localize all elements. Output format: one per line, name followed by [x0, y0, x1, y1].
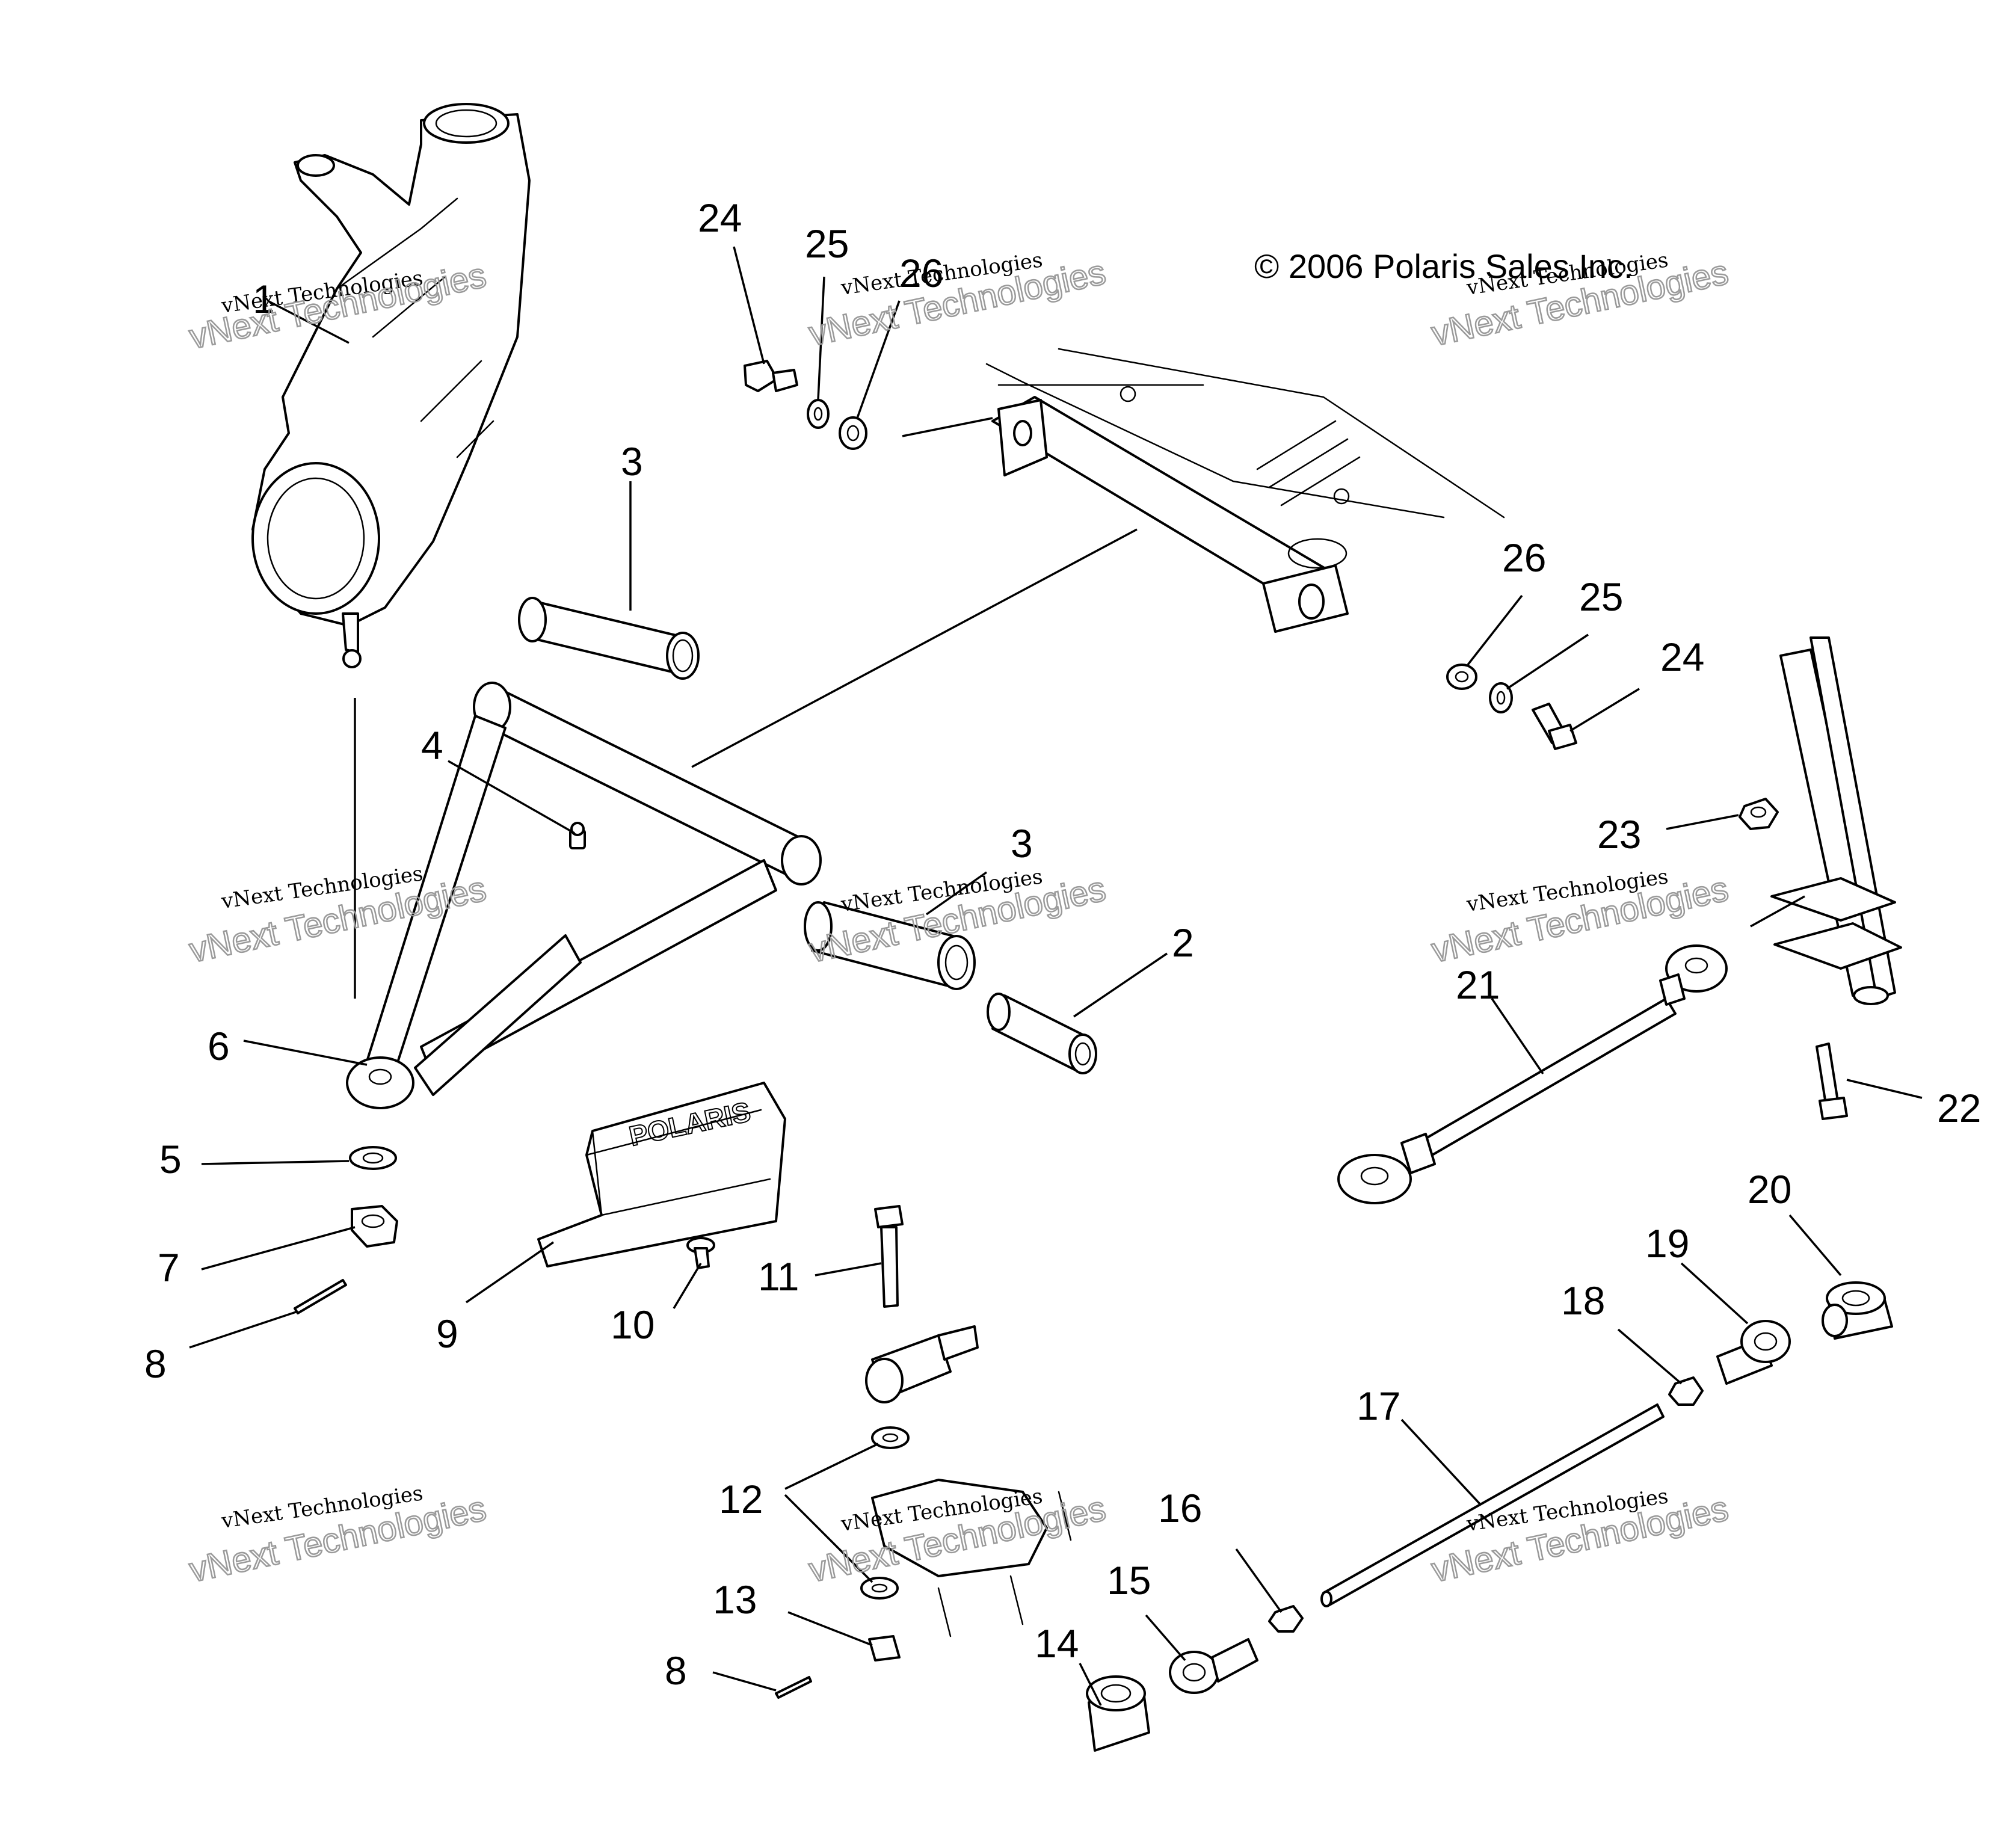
nut-23-part [1739, 798, 1779, 830]
callout-8-lower: 8 [665, 1648, 687, 1693]
pivot-tube-upper-part [518, 597, 700, 680]
callout-1: 1 [253, 277, 275, 321]
lockwasher-25-lower-part [1489, 682, 1513, 713]
callout-17: 17 [1357, 1384, 1400, 1428]
watermark-top-center: vNext Technologies vNext Technologies [805, 248, 1110, 354]
callout-numbers: 1 2 3 3 4 5 6 7 8 8 9 10 11 12 13 14 15 … [144, 196, 1981, 1693]
callout-26-lower: 26 [1502, 535, 1546, 580]
leader-lines [189, 246, 1923, 1706]
callout-16: 16 [1158, 1486, 1202, 1530]
callout-4: 4 [421, 723, 443, 768]
watermark-mid-left: vNext Technologies vNext Technologies [185, 861, 490, 971]
steering-knuckle-part [251, 103, 531, 668]
bolt-24-upper-part [744, 360, 798, 392]
pivot-tube-lower-part [804, 901, 976, 990]
callout-24-upper: 24 [698, 196, 742, 240]
callout-14: 14 [1035, 1621, 1079, 1666]
washer-26-upper-part [839, 416, 867, 450]
tie-rod-assembly-21-part [1337, 944, 1728, 1204]
callout-7: 7 [158, 1245, 180, 1290]
callout-23: 23 [1597, 812, 1641, 857]
bushing-tube-part [987, 993, 1097, 1074]
callout-18: 18 [1561, 1278, 1605, 1323]
callout-6: 6 [208, 1024, 230, 1068]
a-arm-guard-part: POLARIS [537, 1082, 786, 1267]
nut-13-part [868, 1635, 901, 1662]
washer-12-lower-part [860, 1577, 899, 1600]
lockwasher-25-upper-part [807, 399, 830, 429]
bolt-22-part [1816, 1043, 1848, 1120]
watermark-bottom-right: vNext Technologies vNext Technologies [1428, 1484, 1732, 1591]
grease-fitting-part [569, 822, 586, 849]
callout-3-upper: 3 [621, 439, 643, 484]
watermark-bottom-left: vNext Technologies vNext Technologies [185, 1481, 490, 1591]
callout-25-lower: 25 [1579, 574, 1623, 619]
callout-22: 22 [1937, 1086, 1981, 1130]
nut-18-part [1668, 1376, 1704, 1406]
bolt-11-part [874, 1205, 904, 1308]
frame-crossmember-part [985, 348, 1505, 633]
castle-nut-part [351, 1205, 398, 1248]
callout-25-upper: 25 [805, 221, 849, 266]
callout-21: 21 [1456, 962, 1500, 1007]
callout-10: 10 [611, 1302, 654, 1347]
steering-post-part [1770, 636, 1902, 1005]
screw-10-part [686, 1237, 715, 1269]
rod-end-19-part [1716, 1320, 1791, 1385]
callout-9: 9 [436, 1311, 458, 1356]
callout-19: 19 [1645, 1221, 1689, 1266]
callout-12: 12 [719, 1477, 763, 1521]
bolt-24-lower-part [1532, 703, 1577, 750]
callout-13: 13 [713, 1577, 757, 1622]
callout-5: 5 [159, 1137, 182, 1181]
callout-20: 20 [1748, 1167, 1791, 1212]
rod-end-15-part [1169, 1638, 1258, 1694]
copyright-text: © 2006 Polaris Sales Inc. [1254, 247, 1633, 285]
jam-nut-16-part [1268, 1605, 1304, 1633]
cotter-pin-lower-part [775, 1676, 812, 1699]
bushing-20-part [1822, 1281, 1893, 1340]
steering-arm-bracket-part [871, 1479, 1072, 1637]
callout-24-lower: 24 [1660, 635, 1704, 679]
a-arm-part [346, 682, 822, 1109]
washer-12-upper-part [871, 1426, 910, 1449]
tie-rod-end-lower-part [865, 1325, 979, 1403]
washer-5-part [349, 1146, 397, 1170]
washer-26-lower-part [1446, 664, 1477, 690]
tie-rod-17-part [1320, 1403, 1665, 1607]
callout-26-upper: 26 [899, 251, 943, 295]
callout-15: 15 [1107, 1558, 1151, 1603]
callout-8-upper: 8 [144, 1341, 167, 1386]
callout-11: 11 [758, 1254, 799, 1299]
callout-2: 2 [1172, 920, 1194, 965]
bushing-14-part [1086, 1675, 1150, 1752]
cotter-pin-upper-part [294, 1279, 347, 1314]
callout-3-lower: 3 [1011, 821, 1033, 866]
